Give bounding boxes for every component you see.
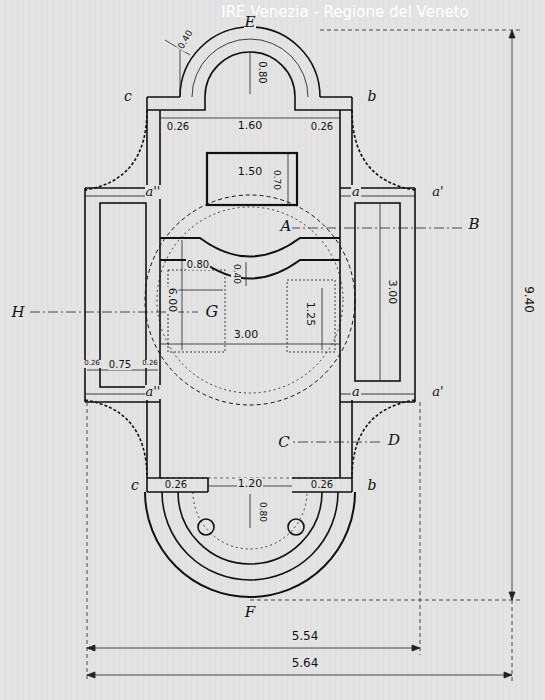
dimension-value: 0.26 (164, 479, 188, 490)
point-letter: b (367, 89, 378, 104)
dimension-value: 9.40 (521, 286, 534, 315)
point-letter: F (244, 604, 256, 621)
point-letter: G (205, 303, 220, 321)
point-letter: b (367, 478, 378, 493)
point-letter: D (387, 432, 401, 449)
point-letter: a'' (145, 385, 162, 399)
dimension-value: 1.20 (237, 478, 264, 490)
dimension-value: 0.40 (231, 263, 241, 285)
point-letter: a (351, 385, 361, 399)
dimension-value: 0.80 (186, 259, 210, 270)
dimension-value: 5.64 (291, 657, 320, 670)
point-letter: H (10, 304, 25, 321)
dimension-value: 0.26 (310, 479, 334, 490)
dimension-value: 1.60 (237, 120, 264, 132)
point-letter: E (244, 14, 257, 31)
point-letter: C (277, 434, 290, 451)
dimension-value: 0.80 (256, 60, 267, 84)
point-letter: c (130, 478, 140, 493)
dimension-lines (30, 30, 520, 682)
dimension-value: 0.26 (141, 360, 159, 368)
point-letter: a (351, 185, 361, 199)
point-letter: B (467, 216, 480, 233)
dimension-value: 0.80 (257, 501, 267, 523)
dimension-value: 0.70 (271, 169, 281, 191)
point-letter: A (280, 218, 293, 235)
dimension-value: 3.00 (386, 279, 398, 306)
dimension-value: 0.26 (166, 121, 190, 132)
dimension-value: 3.00 (233, 329, 260, 341)
dimension-value: 6.00 (166, 287, 178, 314)
dimension-value: 1.50 (237, 166, 264, 178)
dimension-value: 0.26 (83, 360, 101, 368)
dimension-value: 0.75 (108, 359, 132, 370)
dimension-value: 1.25 (304, 301, 316, 328)
dimension-value: 0.26 (310, 121, 334, 132)
point-letter: a' (431, 185, 444, 199)
watermark: IRE Venezia - Regione del Veneto (220, 4, 470, 21)
point-letter: a'' (145, 185, 162, 199)
point-letter: c (123, 89, 133, 104)
point-letter: a' (431, 385, 444, 399)
dimension-value: 5.54 (291, 630, 320, 643)
